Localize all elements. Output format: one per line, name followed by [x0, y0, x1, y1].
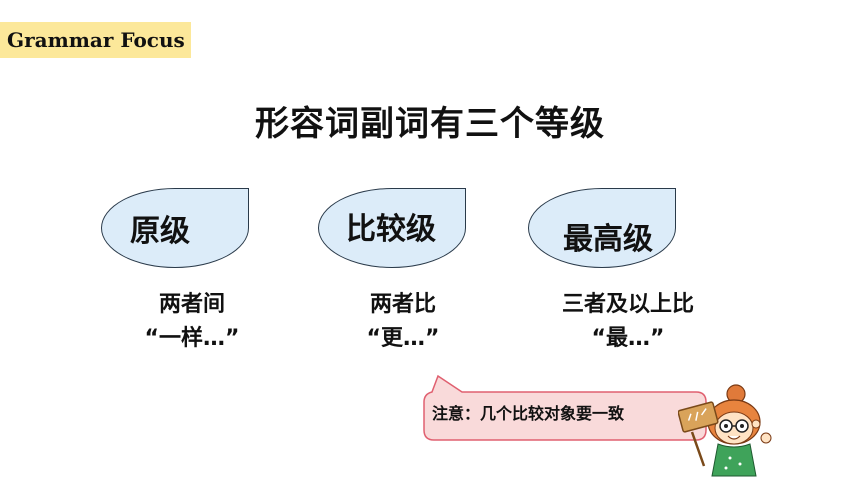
- desc-comparative-line1: 两者比: [369, 292, 436, 317]
- bubble-positive-degree: [101, 188, 249, 268]
- bubble-label-superlative: 最高级: [563, 222, 653, 257]
- bubble-comparative-degree: [318, 188, 466, 268]
- desc-comparative-line2: “更…”: [366, 326, 440, 351]
- desc-positive: 两者间 “一样…”: [92, 288, 292, 356]
- desc-superlative-line2: “最…”: [591, 326, 665, 351]
- note-text: 注意：几个比较对象要一致: [432, 404, 625, 423]
- cartoon-girl-with-sign-icon: [678, 384, 772, 477]
- grammar-focus-tag: Grammar Focus: [0, 22, 191, 58]
- bubble-label-positive: 原级: [130, 214, 190, 249]
- page-title: 形容词副词有三个等级: [255, 104, 605, 144]
- desc-superlative-line1: 三者及以上比: [561, 292, 694, 317]
- bubble-superlative-degree: [528, 188, 676, 268]
- bubble-label-comparative: 比较级: [346, 212, 436, 247]
- desc-positive-line1: 两者间: [158, 292, 225, 317]
- desc-positive-line2: “一样…”: [144, 326, 240, 351]
- desc-comparative: 两者比 “更…”: [303, 288, 503, 356]
- desc-superlative: 三者及以上比 “最…”: [528, 288, 728, 356]
